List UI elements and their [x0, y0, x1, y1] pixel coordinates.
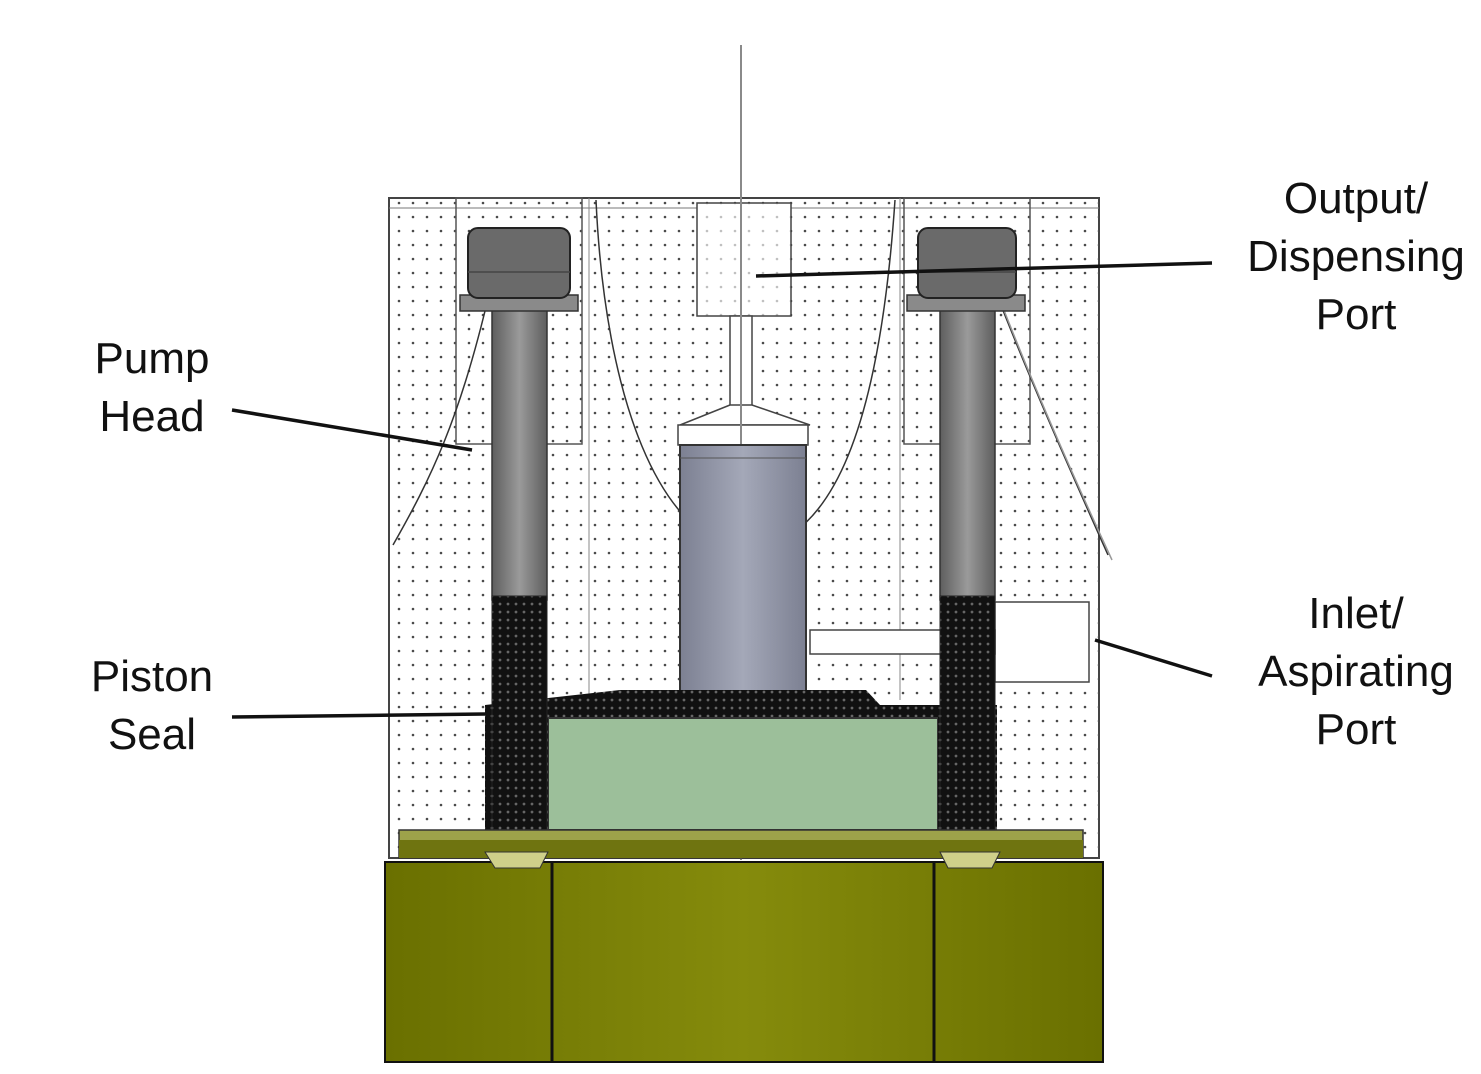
- leader-lines: [231, 261, 1213, 719]
- label-piston-seal-line-2: Seal: [107, 710, 197, 759]
- leader-output-port: [755, 261, 1213, 278]
- label-output-port: Output/ Dispensing Port: [1232, 170, 1480, 344]
- base-assembly: [384, 829, 1104, 1063]
- leader-pump-head: [231, 408, 473, 452]
- label-inlet-port-line-1: Inlet/: [1308, 589, 1404, 638]
- label-output-port-line-1: Output/: [1283, 174, 1429, 223]
- label-output-port-line-3: Port: [1315, 290, 1397, 339]
- label-inlet-port-line-3: Port: [1315, 705, 1397, 754]
- label-inlet-port-line-2: Aspirating: [1258, 647, 1454, 696]
- label-pump-head-line-2: Head: [99, 392, 205, 441]
- piston: [679, 444, 807, 696]
- bolt-right: [906, 227, 1026, 837]
- label-piston-seal-line-1: Piston: [90, 652, 214, 701]
- label-inlet-port: Inlet/ Aspirating Port: [1232, 585, 1480, 759]
- output-port-fitting: [677, 45, 811, 860]
- label-pump-head: Pump Head: [72, 330, 232, 446]
- label-output-port-line-2: Dispensing: [1247, 232, 1465, 281]
- piston-seal-block: [485, 690, 997, 835]
- bolt-left: [459, 227, 579, 837]
- label-piston-seal: Piston Seal: [72, 648, 232, 764]
- label-pump-head-line-1: Pump: [94, 334, 210, 383]
- leader-piston-seal: [231, 712, 486, 719]
- leader-inlet-port: [1094, 638, 1213, 678]
